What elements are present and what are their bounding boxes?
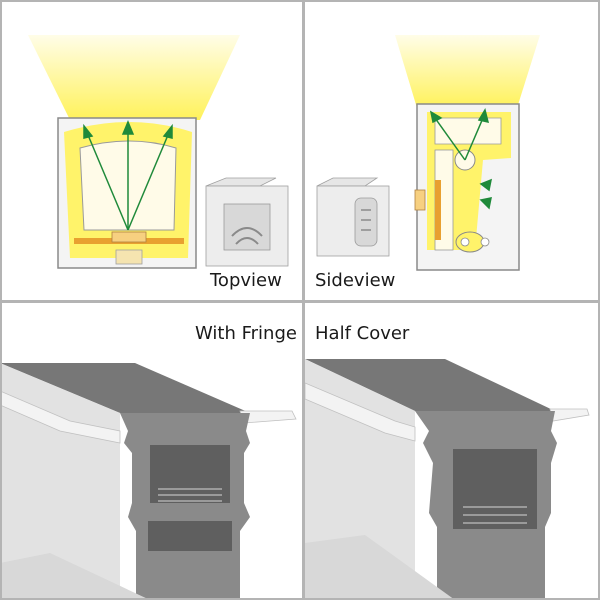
with-fringe-label: With Fringe [195, 323, 297, 344]
with-fringe-panel: With Fringe [0, 303, 302, 600]
border-left [0, 0, 2, 600]
horizontal-divider [0, 300, 600, 303]
light-beam [28, 35, 240, 120]
topview-profile-3d [205, 177, 289, 267]
topview-illustration [28, 35, 289, 269]
border-right [598, 0, 600, 600]
light-arrows [429, 108, 493, 210]
sideview-profile-3d [316, 177, 390, 257]
border-bottom [0, 598, 600, 600]
sideview-panel: Sideview [305, 0, 600, 300]
half-cover-label: Half Cover [315, 323, 410, 344]
led-strip [435, 180, 441, 240]
with-fringe-illustration [0, 363, 297, 600]
sideview-label: Sideview [315, 270, 396, 291]
topview-panel: Topview [0, 0, 302, 300]
half-cover-illustration [305, 359, 590, 600]
profile-front-face [120, 413, 250, 600]
topview-label: Topview [210, 270, 282, 291]
half-cover-panel: Half Cover [305, 303, 600, 600]
cover-flange-left [305, 382, 416, 442]
sideview-illustration [316, 35, 540, 271]
border-top [0, 0, 600, 2]
light-arrows [83, 120, 173, 231]
fringe-flange-left [0, 390, 121, 444]
cover-flange-right [549, 408, 590, 422]
light-beam [395, 35, 540, 108]
